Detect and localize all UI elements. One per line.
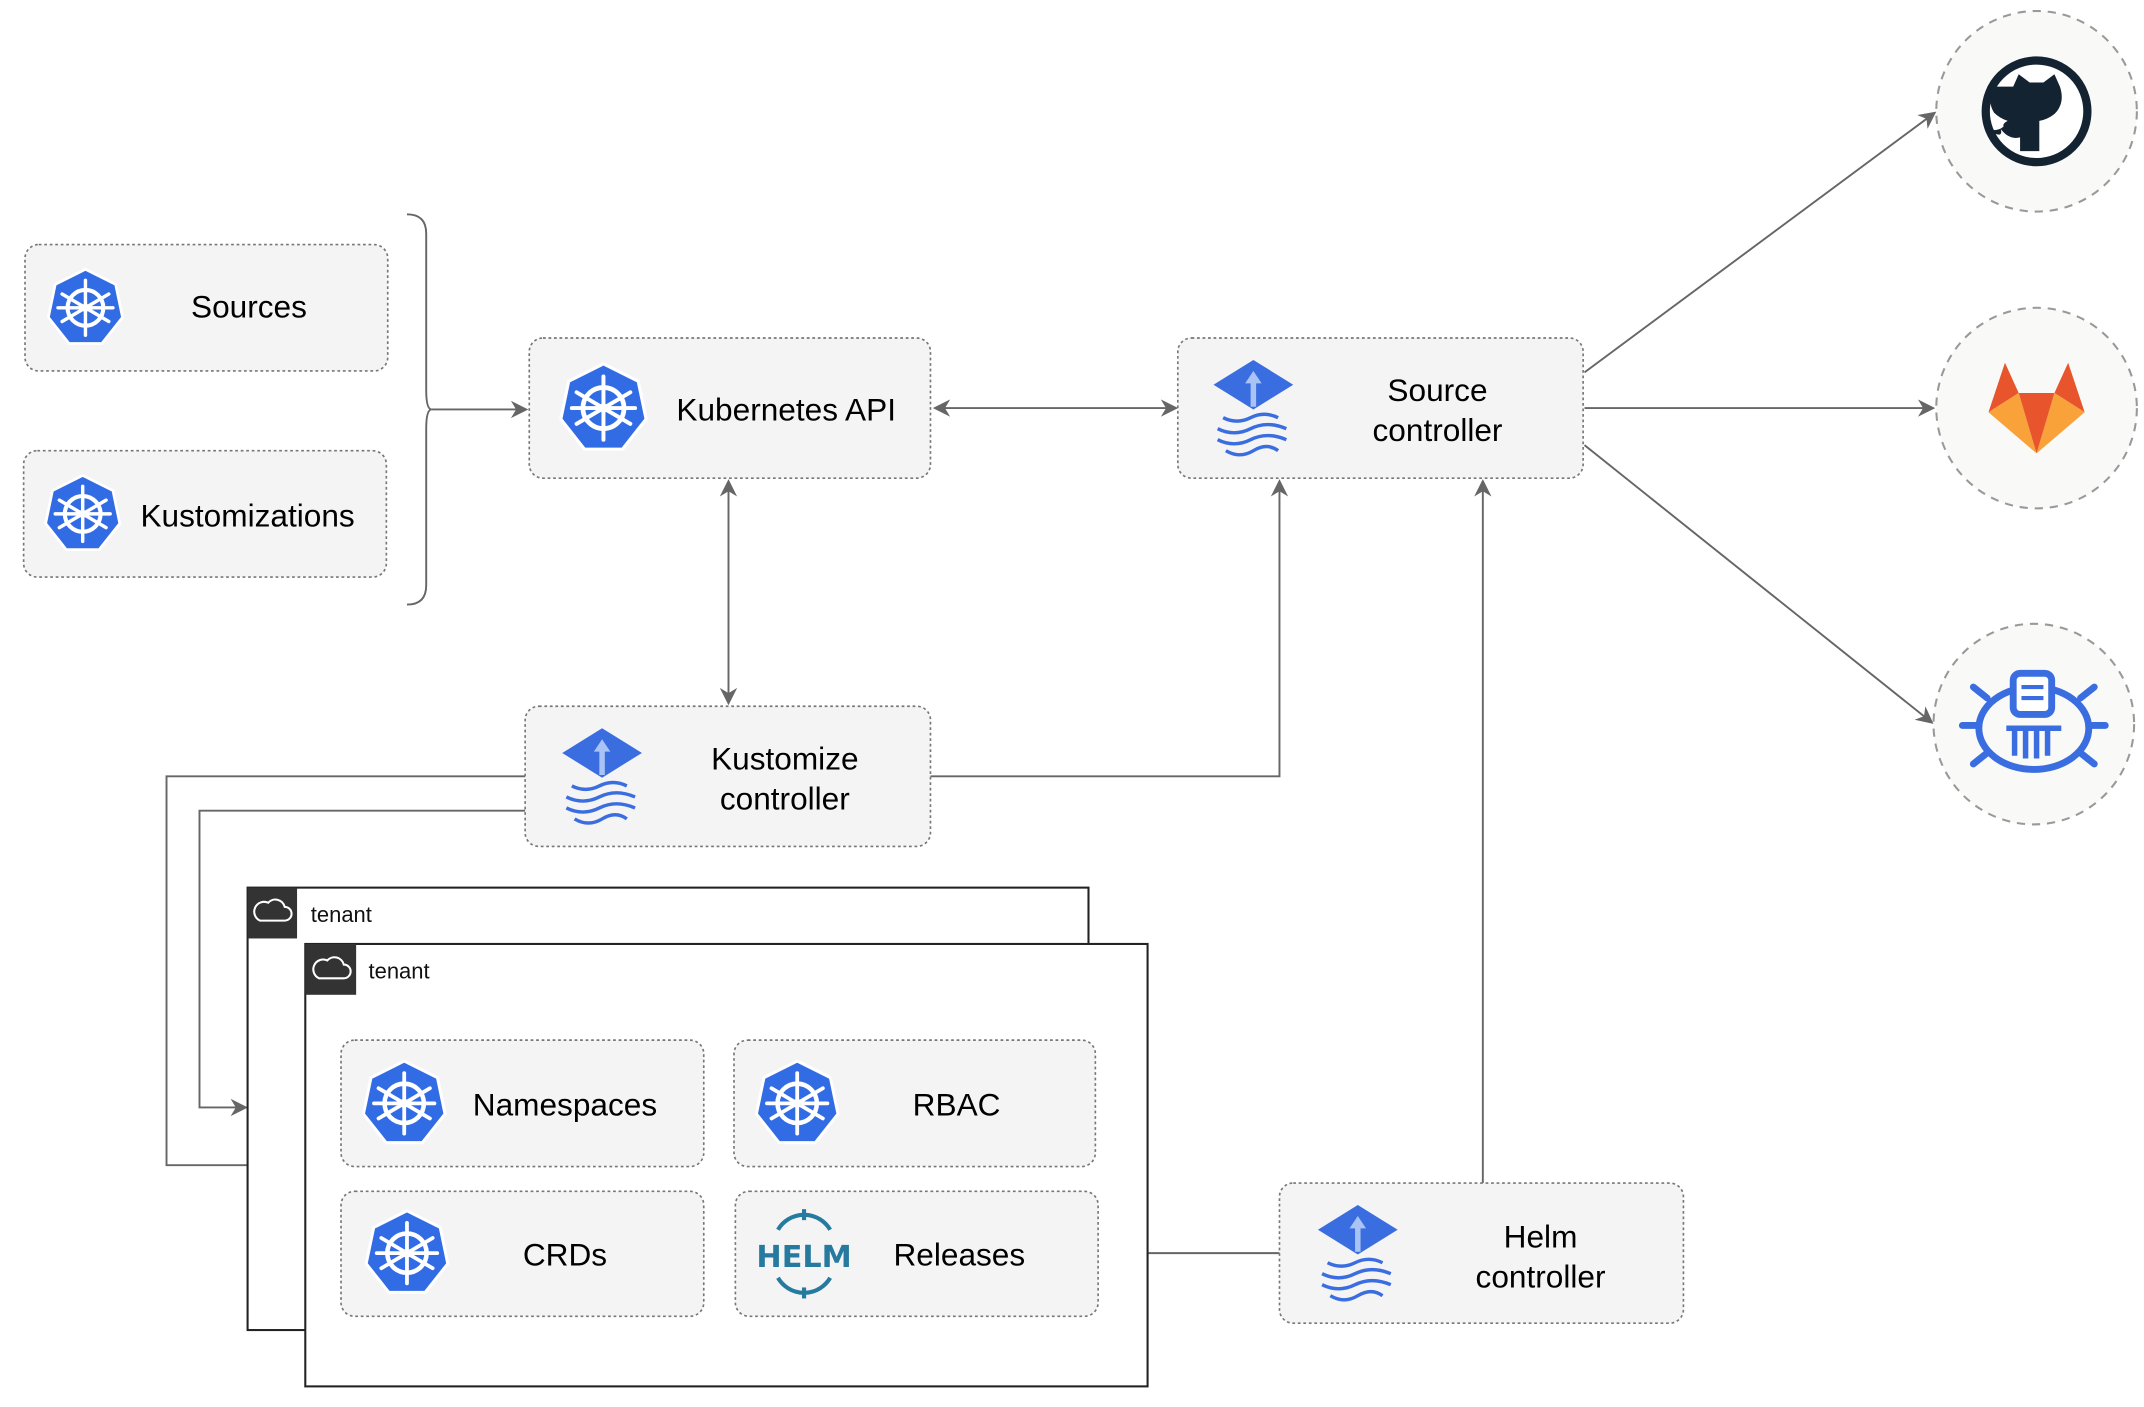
tenant-label: tenant xyxy=(369,958,430,983)
edges xyxy=(165,111,1937,1262)
tenant-front[interactable]: tenant Namespaces RBAC CRDs HELM Release… xyxy=(304,942,1149,1388)
edge-source-to-bucket xyxy=(1583,444,1934,724)
node-label: Namespaces xyxy=(473,1087,657,1123)
node-releases[interactable]: HELM Releases xyxy=(734,1190,1099,1318)
node-label-line2: controller xyxy=(720,780,850,816)
group-brace xyxy=(406,213,432,606)
node-label: CRDs xyxy=(523,1236,607,1272)
node-kustomize-controller[interactable]: Kustomize controller xyxy=(524,705,932,848)
node-label: Releases xyxy=(893,1236,1025,1272)
node-kubernetes-api[interactable]: Kubernetes API xyxy=(528,337,932,479)
node-label-line2: controller xyxy=(1373,412,1503,448)
bucket-icon xyxy=(1958,669,2109,773)
external-github[interactable] xyxy=(1935,9,2138,213)
node-label: Kubernetes API xyxy=(676,391,896,427)
cloud-icon xyxy=(312,956,352,980)
node-kustomizations[interactable]: Kustomizations xyxy=(22,449,388,578)
node-rbac[interactable]: RBAC xyxy=(733,1039,1097,1168)
github-icon xyxy=(1981,56,2092,167)
node-label-line1: Kustomize xyxy=(711,740,858,776)
node-label-line2: controller xyxy=(1476,1258,1606,1294)
external-bucket[interactable] xyxy=(1932,622,2136,826)
cloud-icon xyxy=(253,898,293,922)
node-label: Sources xyxy=(191,288,307,324)
helm-icon: HELM xyxy=(756,1209,852,1299)
edge-source-to-github xyxy=(1583,111,1937,374)
node-sources[interactable]: Sources xyxy=(24,243,389,372)
node-crds[interactable]: CRDs xyxy=(340,1190,705,1318)
edge-kustomize-to-source xyxy=(930,479,1289,778)
node-label-line1: Source xyxy=(1387,372,1487,408)
node-helm-controller[interactable]: Helm controller xyxy=(1278,1182,1685,1325)
external-gitlab[interactable] xyxy=(1935,306,2138,510)
svg-text:HELM: HELM xyxy=(756,1240,851,1275)
tenant-label: tenant xyxy=(311,902,372,927)
cloud-icon-bg xyxy=(247,887,298,939)
node-label-line1: Helm xyxy=(1504,1219,1578,1255)
edge-kustomize-to-tenant-front xyxy=(165,775,526,1174)
node-label: RBAC xyxy=(913,1087,1001,1123)
node-label: Kustomizations xyxy=(140,497,354,533)
edge-kustomize-to-tenant-back xyxy=(198,809,526,1117)
gitlab-icon xyxy=(1988,362,2085,454)
node-namespaces[interactable]: Namespaces xyxy=(340,1039,705,1168)
node-source-controller[interactable]: Source controller xyxy=(1176,337,1584,479)
